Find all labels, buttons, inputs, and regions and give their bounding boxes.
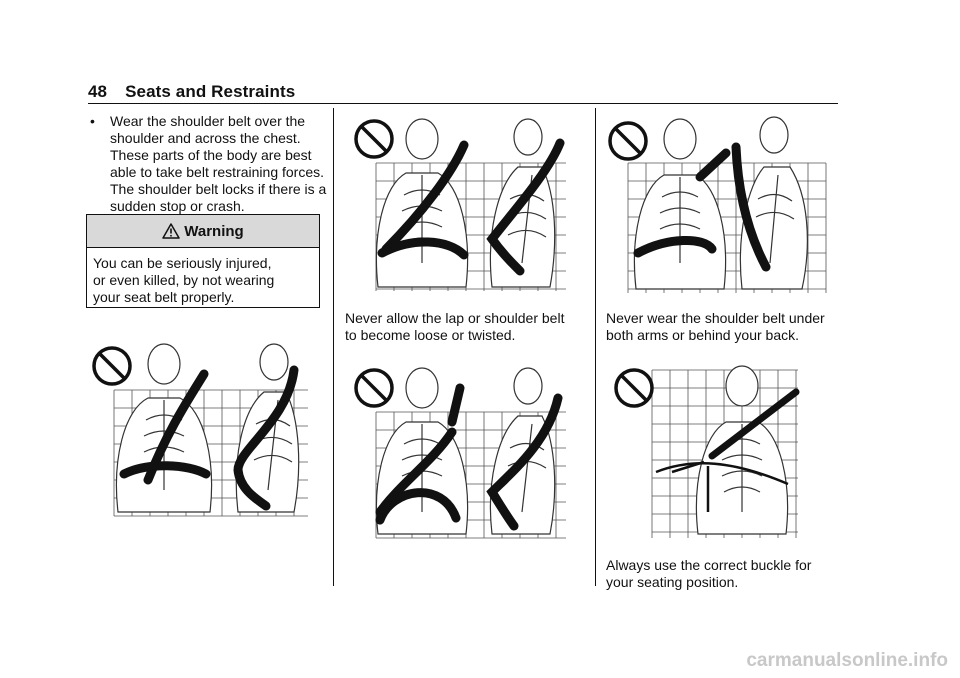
column-divider-1 xyxy=(333,108,334,586)
caption-line: to become loose or twisted. xyxy=(345,327,516,343)
caption-buckle: Always use the correct buckle for your s… xyxy=(606,557,846,591)
illustration-belt-too-loose xyxy=(354,367,566,539)
warning-line: your seat belt properly. xyxy=(93,289,235,305)
warning-box: Warning You can be seriously injured, or… xyxy=(86,214,320,308)
header-rule xyxy=(88,103,838,104)
caption-under-arms: Never wear the shoulder belt under both … xyxy=(606,310,846,344)
bullet-marker: • xyxy=(90,113,95,129)
caption-line: Never allow the lap or shoulder belt xyxy=(345,310,565,326)
bullet-item: • Wear the shoulder belt over the should… xyxy=(90,113,330,215)
illustration-correct-buckle xyxy=(614,365,800,538)
illustration-belt-across-body xyxy=(92,343,308,517)
warning-line: or even killed, by not wearing xyxy=(93,272,275,288)
page-number: 48 xyxy=(88,82,108,101)
column-divider-2 xyxy=(595,108,596,586)
warning-title: Warning xyxy=(184,222,244,240)
section-title: Seats and Restraints xyxy=(125,82,296,101)
warning-text: You can be seriously injured, or even ki… xyxy=(87,248,319,306)
bullet-text: Wear the shoulder belt over the shoulder… xyxy=(110,113,327,214)
caption-line: Always use the correct buckle for xyxy=(606,557,812,573)
watermark: carmanualsonline.info xyxy=(746,650,948,671)
caption-line: your seating position. xyxy=(606,574,739,590)
warning-header: Warning xyxy=(87,215,319,248)
caption-loose-twisted: Never allow the lap or shoulder belt to … xyxy=(345,310,585,344)
caption-line: Never wear the shoulder belt under xyxy=(606,310,825,326)
warning-triangle-icon xyxy=(162,223,181,239)
illustration-belt-under-arms xyxy=(608,116,827,293)
warning-line: You can be seriously injured, xyxy=(93,255,272,271)
illustration-loose-twisted-belt xyxy=(354,118,566,291)
caption-line: both arms or behind your back. xyxy=(606,327,799,343)
